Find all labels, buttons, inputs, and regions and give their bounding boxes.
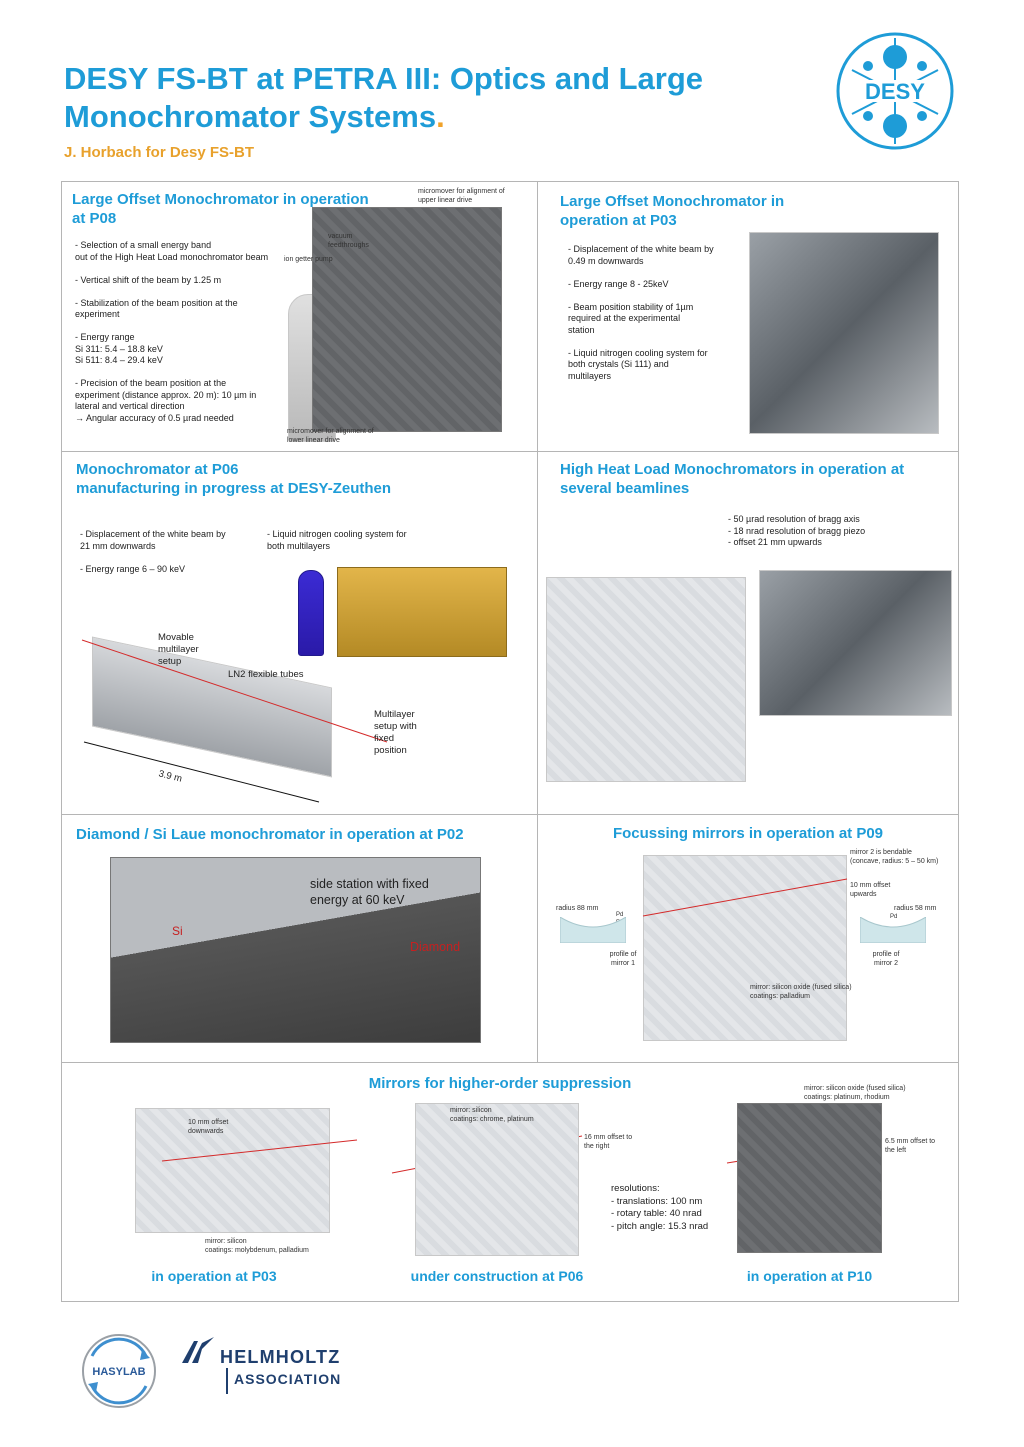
panel-hhl: High Heat Load Monochromators in operati… [538,452,958,814]
hos-p10-mirror-render [737,1103,882,1253]
hasylab-logo-text: HASYLAB [92,1366,145,1378]
label-offset-upwards: 10 mm offset upwards [850,882,891,898]
title-line-2: Monochromator Systems [64,99,437,134]
mirror2-profile-icon [860,917,926,943]
panel-p09-title: Focussing mirrors in operation at P09 [612,825,884,842]
label-fixed-multilayer: Multilayer setup with fixed position [374,709,417,756]
label-hos-p10-offset: 6.5 mm offset to the left [885,1138,936,1154]
label-pd-left: Pd [616,912,624,918]
label-profile-1: profile of mirror 1 [609,951,637,967]
panel-p02-title: Diamond / Si Laue monochromator in opera… [76,826,464,843]
desy-logo-icon: DESY [836,32,954,150]
label-movable-multilayer: Movable multilayer setup [158,632,199,667]
panel-p06: Monochromator at P06 manufacturing in pr… [62,452,537,814]
panel-p08: Large Offset Monochromator in operation … [62,182,537,451]
caption-hos-p03: in operation at P03 [151,1268,277,1284]
p06-vacuum-vessel-render [337,567,507,657]
p09-mirror-render [643,855,847,1041]
grid-divider [62,1062,958,1063]
helmholtz-association: ASSOCIATION [234,1371,342,1387]
title-dot: . [436,99,445,134]
grid-divider [62,451,958,452]
caption-hos-p10: in operation at P10 [746,1268,873,1284]
label-ln2-tubes: LN2 flexible tubes [228,669,304,680]
panel-hhl-bullets: - 50 µrad resolution of bragg axis - 18 … [728,514,866,547]
poster-title: DESY FS-BT at PETRA III: Optics and Larg… [64,60,824,136]
label-pd-right: Pd [890,914,898,920]
p08-monochromator-render [312,207,502,432]
label-si: Si [172,924,183,938]
callout-upper-drive: micromover for alignment of upper linear… [418,188,505,204]
p09-beam-line [642,878,848,917]
grid-divider [62,814,958,815]
callout-pump: ion getter pump [284,256,333,263]
caption-hos-p06: under construction at P06 [410,1268,584,1284]
label-hos-p06-material: mirror: silicon coatings: chrome, platin… [450,1107,534,1123]
helmholtz-divider [226,1368,228,1394]
callout-lower-drive: micromover for alignment of lower linear… [287,428,374,444]
label-mirror-material: mirror: silicon oxide (fused silica) coa… [750,984,852,1000]
label-diamond: Diamond [410,940,461,954]
panel-p08-bullets: - Selection of a small energy band out o… [75,240,269,423]
panel-hhl-title: High Heat Load Monochromators in operati… [560,461,905,497]
callout-vacuum: vacuum feedthroughs [328,233,369,249]
title-line-1: DESY FS-BT at PETRA III: Optics and Larg… [64,61,704,96]
panel-p06-bullets-right: - Liquid nitrogen cooling system for bot… [267,529,407,551]
hos-p03-mirror-render [135,1108,330,1233]
label-bendable: mirror 2 is bendable (concave, radius: 5… [850,849,939,865]
panel-hos-title: Mirrors for higher-order suppression [368,1075,632,1092]
hasylab-logo-icon: HASYLAB [82,1334,156,1408]
panel-p06-bullets-left: - Displacement of the white beam by 21 m… [80,529,226,574]
helmholtz-logo-icon [182,1337,214,1363]
label-side-station: side station with fixed energy at 60 keV [310,877,429,907]
panel-hos: Mirrors for higher-order suppression 10 … [62,1063,958,1301]
label-hos-p10-material: mirror: silicon oxide (fused silica) coa… [804,1085,906,1101]
mirror1-profile-icon [560,917,626,943]
hhl-monochromator-render [546,577,746,782]
label-hos-p03-offset: 10 mm offset downwards [188,1119,229,1135]
label-hos-p06-offset: 16 mm offset to the right [584,1134,633,1150]
worker-figure-image [298,570,324,656]
label-radius-88: radius 88 mm [556,905,599,912]
p03-monochromator-photo [749,232,939,434]
poster-grid: Large Offset Monochromator in operation … [61,181,959,1302]
label-hos-p06-resolutions: resolutions: - translations: 100 nm - ro… [611,1183,709,1232]
panel-p03-bullets: - Displacement of the white beam by 0.49… [568,244,714,381]
panel-p02: Diamond / Si Laue monochromator in opera… [62,815,537,1062]
panel-p08-title: Large Offset Monochromator in operation … [72,191,369,227]
p06-beam-lines [81,639,388,803]
grid-divider [537,182,538,1062]
helmholtz-wordmark: HELMHOLTZ [220,1347,341,1367]
panel-p03-title: Large Offset Monochromator in operation … [560,193,785,229]
label-profile-2: profile of mirror 2 [872,951,900,967]
label-radius-58: radius 58 mm [894,905,937,912]
desy-logo-text: DESY [865,79,925,104]
label-hos-p03-material: mirror: silicon coatings: molybdenum, pa… [205,1238,309,1254]
author-line: J. Horbach for Desy FS-BT [64,144,255,161]
hhl-monochromator-photo [759,570,952,716]
panel-p09: Focussing mirrors in operation at P09 mi… [538,815,958,1062]
p02-laue-mono-render [110,857,481,1043]
panel-p03: Large Offset Monochromator in operation … [538,182,958,451]
panel-p06-title: Monochromator at P06 manufacturing in pr… [76,461,392,497]
hos-p06-mirror-render [415,1103,579,1256]
